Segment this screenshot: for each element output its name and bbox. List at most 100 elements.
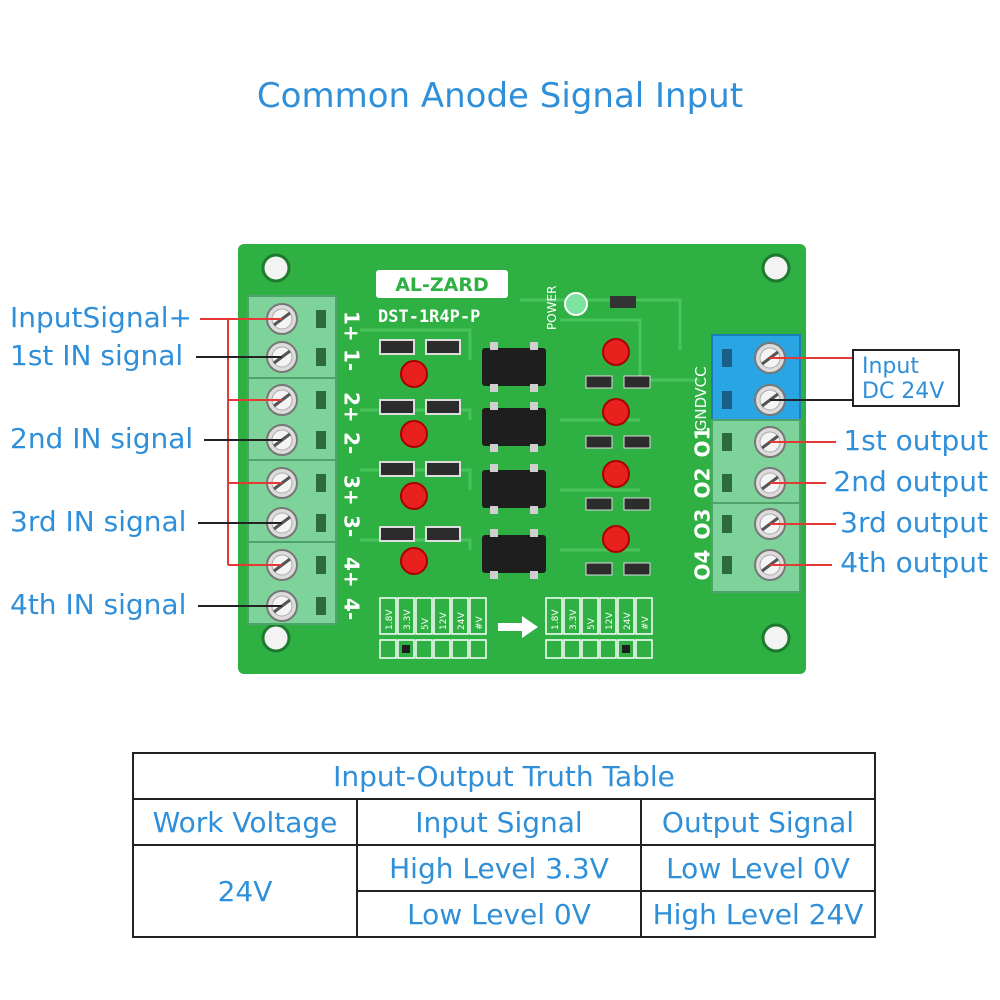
voltage-option-label: 5V — [587, 617, 597, 630]
power-led — [564, 292, 588, 316]
label-4th-in-signal: 4th IN signal — [10, 588, 187, 621]
terminal-slot — [316, 431, 326, 449]
header-input-signal: Input Signal — [356, 798, 642, 846]
label-2nd-in-signal: 2nd IN signal — [10, 422, 194, 455]
mounting-holes — [261, 253, 791, 653]
resistor — [623, 375, 651, 389]
resistor — [379, 526, 415, 542]
terminal-slot — [722, 556, 732, 574]
resistor — [585, 375, 613, 389]
terminal-slot — [316, 310, 326, 328]
terminal-slot — [316, 556, 326, 574]
power-input-box: Input DC 24V — [852, 349, 960, 407]
jumper-selected — [622, 645, 630, 653]
terminal-slot — [722, 349, 732, 367]
voltage-option-label: 24V — [457, 612, 467, 630]
jumper-pad — [617, 639, 635, 659]
output-led — [602, 338, 630, 366]
input-pin-label-7: 4+ — [340, 557, 364, 588]
terminal-slot — [722, 474, 732, 492]
terminal-slot — [316, 348, 326, 366]
output-led — [602, 398, 630, 426]
channel-1 — [379, 338, 651, 392]
cell-work-voltage: 24V — [132, 844, 358, 938]
channel-2 — [379, 398, 651, 452]
resistor — [425, 461, 461, 477]
terminal-slot — [316, 474, 326, 492]
input-led — [400, 547, 428, 575]
terminal-slot — [722, 515, 732, 533]
voltage-option-label: 3.3V — [569, 609, 579, 630]
voltage-option-label: #V — [641, 615, 651, 630]
jumper-pad — [379, 639, 397, 659]
output-pin-label-1: O1 — [691, 427, 715, 458]
header-output-signal: Output Signal — [640, 798, 876, 846]
label-4th-output: 4th output — [840, 546, 988, 579]
arrow-icon — [498, 616, 538, 638]
resistor — [585, 562, 613, 576]
input-led — [400, 482, 428, 510]
input-pin-label-2: 1- — [340, 349, 364, 371]
output-pin-label-2: O2 — [691, 468, 715, 499]
cell-output-high: High Level 24V — [640, 890, 876, 938]
resistor — [425, 399, 461, 415]
resistor — [623, 435, 651, 449]
label-3rd-output: 3rd output — [840, 506, 988, 539]
power-pin-label-2: GND — [692, 397, 710, 431]
terminal-slot — [722, 433, 732, 451]
power-pin-label-1: VCC — [692, 366, 710, 397]
resistor — [379, 399, 415, 415]
voltage-option-label: 24V — [623, 612, 633, 630]
power-terminal-block — [711, 334, 801, 428]
input-pin-label-3: 2+ — [340, 392, 364, 423]
output-led — [602, 460, 630, 488]
cell-input-low: Low Level 0V — [356, 890, 642, 938]
label-1st-output: 1st output — [843, 424, 988, 457]
resistor — [585, 435, 613, 449]
voltage-option-label: 1.8V — [551, 609, 561, 630]
terminal-slot — [316, 391, 326, 409]
resistor — [585, 497, 613, 511]
resistor — [379, 339, 415, 355]
terminal-slot — [722, 391, 732, 409]
voltage-option-label: #V — [475, 615, 485, 630]
jumper-pad — [563, 639, 581, 659]
truth-table-title: Input-Output Truth Table — [132, 752, 876, 800]
label-3rd-in-signal: 3rd IN signal — [10, 505, 187, 538]
input-pin-label-6: 3- — [340, 515, 364, 537]
resistor — [425, 526, 461, 542]
model-text: DST-1R4P-P — [378, 307, 480, 327]
header-work-voltage: Work Voltage — [132, 798, 358, 846]
input-pin-label-5: 3+ — [340, 475, 364, 506]
voltage-option-label: 3.3V — [403, 609, 413, 630]
jumper-pad — [433, 639, 451, 659]
terminal-slot — [316, 597, 326, 615]
output-pin-label-3: O3 — [691, 509, 715, 540]
voltage-option-label: 12V — [605, 612, 615, 630]
cell-input-high: High Level 3.3V — [356, 844, 642, 892]
power-voltage-label: DC 24V — [862, 379, 945, 404]
input-pin-label-8: 4- — [340, 598, 364, 620]
label-input-signal-plus: InputSignal+ — [10, 301, 192, 334]
truth-table: Input-Output Truth Table Work Voltage In… — [132, 752, 876, 938]
jumper-selected — [402, 645, 410, 653]
voltage-option-label: 12V — [439, 612, 449, 630]
jumper-pad — [397, 639, 415, 659]
power-input-label: Input — [862, 354, 919, 379]
input-led — [400, 360, 428, 388]
pcb-illustration: AL-ZARD DST-1R4P-P POWER 1+1-2+2-3+3-4+4… — [196, 244, 852, 674]
brand-logo: AL-ZARD — [376, 270, 508, 298]
jumper-pad — [415, 639, 433, 659]
optocoupler — [482, 535, 546, 573]
label-1st-in-signal: 1st IN signal — [10, 339, 184, 372]
optocoupler — [482, 408, 546, 446]
input-pin-labels: 1+1-2+2-3+3-4+4- — [340, 311, 364, 620]
jumper-pad — [581, 639, 599, 659]
input-led — [400, 420, 428, 448]
voltage-option-label: 1.8V — [385, 609, 395, 630]
cell-output-low: Low Level 0V — [640, 844, 876, 892]
callout-lines-dark-left — [196, 356, 282, 607]
jumper-pad — [545, 639, 563, 659]
jumper-pad — [599, 639, 617, 659]
